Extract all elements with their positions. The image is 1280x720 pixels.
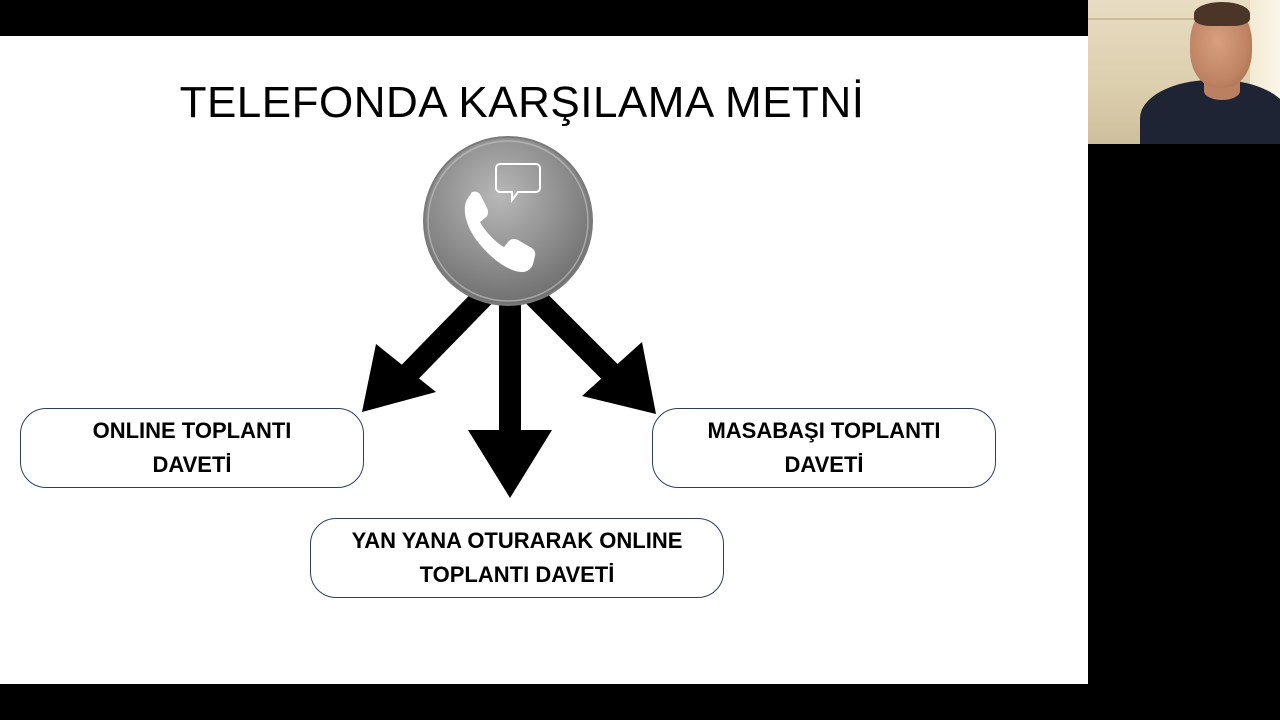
presenter-hair <box>1194 2 1250 26</box>
option-line2: DAVETİ <box>152 452 232 477</box>
webcam-background <box>1088 18 1208 20</box>
diagram <box>362 136 656 498</box>
presentation-slide: TELEFONDA KARŞILAMA METNİ <box>0 36 1088 684</box>
slide-title: TELEFONDA KARŞILAMA METNİ <box>179 78 865 127</box>
option-line2: TOPLANTI DAVETİ <box>419 562 615 587</box>
option-online-meeting-invite: ONLINE TOPLANTI DAVETİ <box>20 408 364 488</box>
option-desk-meeting-invite: MASABAŞI TOPLANTI DAVETİ <box>652 408 996 488</box>
option-line2: DAVETİ <box>784 452 864 477</box>
arrow-left-icon <box>362 288 492 412</box>
arrow-right-icon <box>526 288 656 414</box>
option-line1: ONLINE TOPLANTI <box>92 418 292 443</box>
phone-chat-icon <box>423 136 593 306</box>
arrow-down-icon <box>468 298 552 498</box>
option-line1: MASABAŞI TOPLANTI <box>707 418 941 443</box>
webcam-video-feed <box>1088 0 1280 144</box>
option-line1: YAN YANA OTURARAK ONLINE <box>351 528 683 553</box>
option-side-by-side-online-invite: YAN YANA OTURARAK ONLINE TOPLANTI DAVETİ <box>310 518 724 598</box>
